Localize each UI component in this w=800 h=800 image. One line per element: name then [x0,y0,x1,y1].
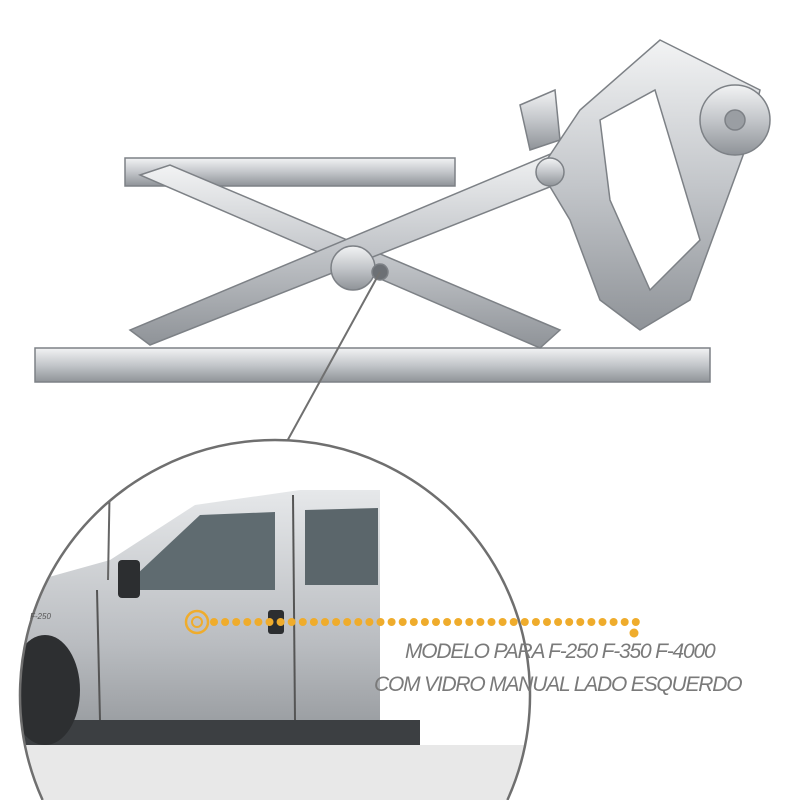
dot [609,618,618,626]
callout-line [284,271,381,446]
dot [487,618,496,626]
dot [443,618,452,626]
dot [332,618,341,626]
dot [210,618,218,626]
dot [498,618,507,626]
dot [520,618,529,626]
dot [454,618,463,626]
dotted-line [210,618,640,626]
dot [531,618,540,626]
regulator-part [34,39,771,383]
dot [620,618,629,626]
dot [254,618,263,626]
dot [387,618,396,626]
dot [587,618,596,626]
dot [354,618,363,626]
dot [343,618,352,626]
zoom-circle-outline [18,438,532,800]
dot [321,618,329,626]
truck-door-zoom [19,440,530,800]
dot [576,618,585,626]
dot [298,618,307,626]
dot [509,618,518,626]
dot [554,618,563,626]
dot [565,618,574,626]
caption-line-2: COM VIDRO MANUAL LADO ESQUERDO [374,673,743,696]
caption-line-1: MODELO PARA F-250 F-350 F-4000 [405,640,716,663]
dot [309,618,318,626]
dot [476,618,485,626]
dot [432,618,440,626]
dot [276,618,285,626]
dot [232,618,241,626]
truck-badge: F-250 [30,612,51,621]
dot [243,618,252,626]
dot [376,618,385,626]
dot [365,618,374,626]
dot [543,618,551,626]
dot [221,618,230,626]
location-marker [184,609,640,638]
dot [465,618,474,626]
dot [631,618,640,626]
dot [409,618,418,626]
dot [598,618,607,626]
dot [265,618,274,626]
dot [287,618,296,626]
dot [398,618,407,626]
dot [420,618,429,626]
